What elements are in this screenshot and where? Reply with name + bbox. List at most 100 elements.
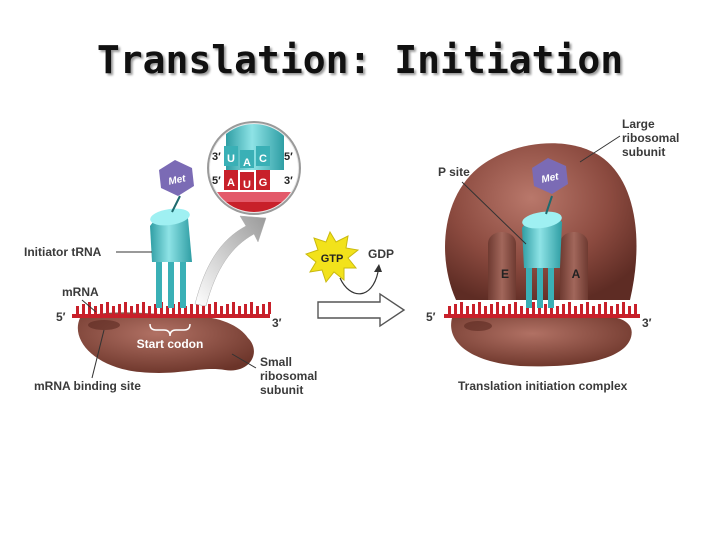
mrna-base: [544, 304, 547, 314]
anticodon-base-2: A: [243, 157, 251, 169]
mrna-base: [466, 306, 469, 314]
mrna-3prime-left: 3′: [272, 316, 282, 330]
mrna-base: [634, 304, 637, 314]
mrna-label: mRNA: [62, 285, 99, 299]
mrna-base: [238, 306, 241, 314]
met-label-left: Met: [168, 173, 188, 187]
e-site-label: E: [501, 267, 509, 281]
mrna-base: [616, 304, 619, 314]
initiator-trna-label: Initiator tRNA: [24, 245, 102, 259]
gtp-label: GTP: [321, 253, 344, 265]
anticodon-base-3: C: [259, 153, 267, 165]
mrna-base: [208, 304, 211, 314]
a-site-tunnel: [560, 232, 588, 300]
start-codon-label: Start codon: [137, 337, 204, 351]
mrna-base: [574, 306, 577, 314]
mrna-base: [472, 304, 475, 314]
initiator-trna-right: [522, 195, 562, 308]
mrna-base: [502, 306, 505, 314]
mrna-base: [256, 306, 259, 314]
gtp-to-gdp-arrowhead: [374, 264, 382, 272]
mrna-base: [100, 304, 103, 314]
mrna-base: [124, 302, 127, 314]
initiator-trna-left: [150, 195, 192, 308]
mrna-base: [490, 304, 493, 314]
mrna-base: [484, 306, 487, 314]
mrna-binding-site-label: mRNA binding site: [34, 379, 141, 393]
mrna-base: [166, 306, 169, 314]
codon-base-1: A: [227, 177, 235, 189]
p-site-label: P site: [438, 165, 470, 179]
mrna-base: [178, 302, 181, 314]
mrna-base: [610, 306, 613, 314]
small-subunit-leader: [231, 353, 257, 369]
gdp-label: GDP: [368, 247, 394, 261]
inset-anticodon-5prime: 5′: [284, 151, 293, 163]
codon-base-3: G: [259, 177, 268, 189]
mrna-base: [136, 304, 139, 314]
small-subunit-label-3: subunit: [260, 383, 303, 397]
mrna-base: [142, 302, 145, 314]
anticodon-base-1: U: [227, 153, 235, 165]
mrna-base: [508, 304, 511, 314]
mrna-base: [562, 304, 565, 314]
mrna-base: [82, 304, 85, 314]
small-subunit-label-1: Small: [260, 355, 292, 369]
mrna-base: [130, 306, 133, 314]
codon-base-2: U: [243, 179, 251, 191]
mrna-base: [190, 304, 193, 314]
mrna-strand-left: [72, 314, 270, 318]
mrna-base: [628, 306, 631, 314]
mrna-bases-left: [76, 302, 271, 314]
mrna-binding-site-leader: [91, 329, 105, 379]
small-subunit-label-2: ribosomal: [260, 369, 317, 383]
small-ribosomal-subunit-left: [77, 312, 254, 373]
mrna-5prime-left: 5′: [56, 310, 66, 324]
inset-anticodon-3prime: 3′: [212, 151, 221, 163]
mrna-base: [172, 304, 175, 314]
mrna-base: [268, 302, 271, 314]
mrna-base: [556, 306, 559, 314]
mrna-base: [214, 302, 217, 314]
mrna-base: [514, 302, 517, 314]
mrna-base: [586, 302, 589, 314]
large-subunit-label-2: ribosomal: [622, 131, 679, 145]
mrna-base: [118, 304, 121, 314]
met-label-right: Met: [541, 171, 561, 185]
mrna-base: [226, 304, 229, 314]
mrna-strand-right: [444, 314, 640, 318]
mrna-5prime-right: 5′: [426, 310, 436, 324]
mrna-base: [244, 304, 247, 314]
mrna-base: [520, 306, 523, 314]
mrna-base: [622, 302, 625, 314]
mrna-base: [106, 302, 109, 314]
inset-codon-3prime: 3′: [284, 175, 293, 187]
mrna-base: [184, 306, 187, 314]
mrna-base: [202, 306, 205, 314]
gtp-to-gdp-arrow: [339, 271, 379, 295]
left-panel: Start codon Met: [24, 121, 317, 397]
mrna-base: [460, 302, 463, 314]
large-subunit-label-3: subunit: [622, 145, 665, 159]
a-site-label: A: [572, 267, 581, 281]
process-arrow: [317, 292, 406, 328]
mrna-base: [232, 302, 235, 314]
zoom-arrow: [194, 215, 267, 307]
inset-codon-5prime: 5′: [212, 175, 221, 187]
met-amino-acid-left: Met: [159, 160, 194, 196]
mrna-base: [526, 304, 529, 314]
met-amino-acid-right: Met: [532, 158, 568, 194]
mrna-base: [568, 302, 571, 314]
mrna-base: [154, 304, 157, 314]
mrna-3prime-right: 3′: [642, 316, 652, 330]
mrna-binding-site-groove: [88, 320, 120, 330]
mrna-base: [148, 306, 151, 314]
mrna-base: [454, 304, 457, 314]
mrna-base: [94, 306, 97, 314]
small-ribosomal-subunit-right: [451, 316, 632, 367]
mrna-leader: [81, 299, 97, 313]
start-codon-brace: [149, 323, 191, 337]
p-site-leader: [461, 181, 527, 245]
mrna-base: [262, 304, 265, 314]
gtp-hydrolysis: GTP GDP: [304, 230, 406, 328]
